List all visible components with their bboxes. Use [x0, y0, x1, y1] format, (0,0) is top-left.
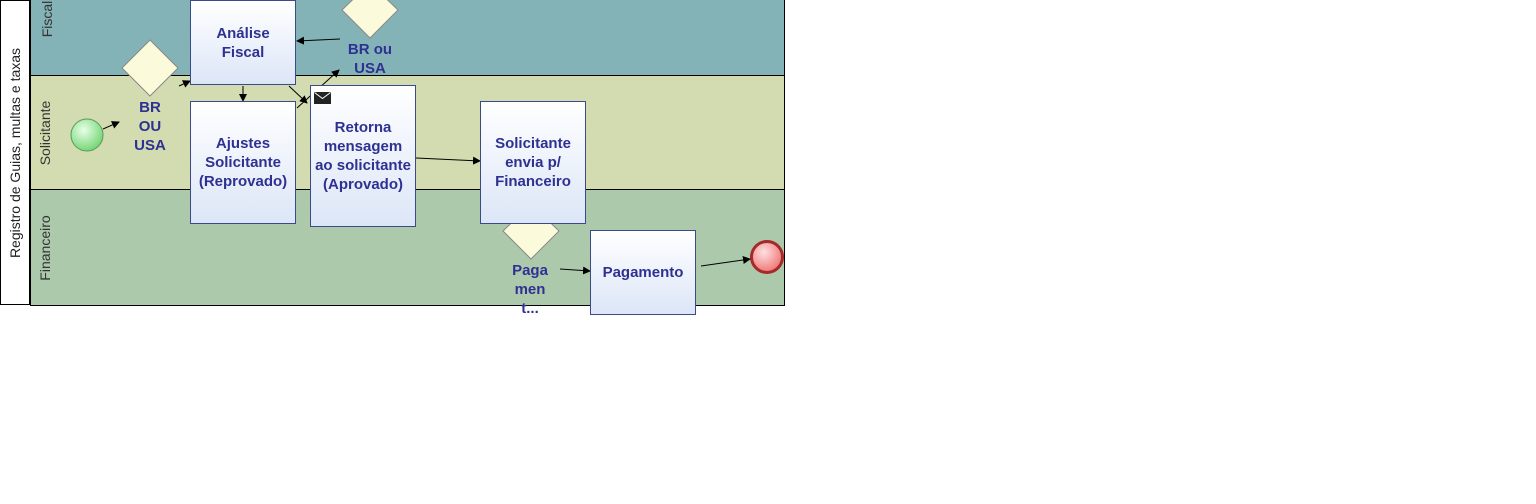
end-event[interactable] — [750, 240, 784, 274]
gateway-label-pagamento: Paga men t... — [512, 262, 548, 317]
task-ajustes-solicitante[interactable]: Ajustes Solicitante (Reprovado) — [190, 101, 296, 224]
flow-gateway2-to-analise — [296, 36, 341, 45]
flow-pagamento-to-end — [700, 256, 751, 267]
task-analise-fiscal[interactable]: Análise Fiscal — [190, 0, 296, 85]
envelope-icon — [314, 92, 331, 104]
task-retorna-mensagem-label: Retorna mensagem ao solicitante (Aprovad… — [315, 119, 411, 193]
flow-gateway3-to-pagamento — [559, 266, 591, 275]
task-pagamento[interactable]: Pagamento — [590, 230, 696, 315]
task-solicitante-envia-label: Solicitante envia p/ Financeiro — [495, 135, 571, 190]
flow-analise-to-retorna — [288, 85, 308, 104]
flow-retorna-to-solicitante-envia — [415, 156, 481, 165]
start-event[interactable] — [70, 118, 104, 152]
gateway-br-ou-usa-2[interactable] — [341, 0, 399, 39]
task-analise-fiscal-label: Análise Fiscal — [216, 24, 270, 61]
gateway-label-br-ou-usa-2: BR ou USA — [347, 41, 393, 77]
pool-label: Registro de Guias, multas e taxas — [0, 0, 30, 305]
gateway-label-br-ou-usa-1: BR OU USA — [134, 99, 166, 154]
task-retorna-mensagem[interactable]: Retorna mensagem ao solicitante (Aprovad… — [310, 85, 416, 227]
gateway-br-ou-usa-1[interactable] — [121, 39, 179, 97]
task-pagamento-label: Pagamento — [602, 264, 684, 281]
flow-start-to-gateway — [102, 121, 120, 130]
flow-gateway-to-analise — [178, 80, 191, 88]
task-solicitante-envia[interactable]: Solicitante envia p/ Financeiro — [480, 101, 586, 224]
task-ajustes-solicitante-label: Ajustes Solicitante (Reprovado) — [198, 135, 288, 190]
